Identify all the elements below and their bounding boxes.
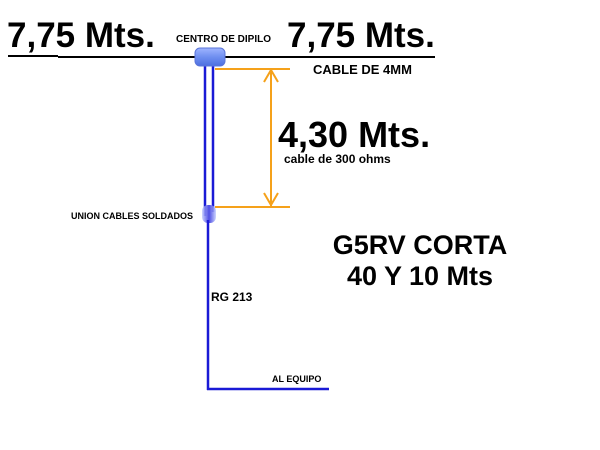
left-arm-length: 7,75 Mts. <box>7 16 155 55</box>
equipment-label: AL EQUIPO <box>272 374 322 384</box>
title-line-2: 40 Y 10 Mts <box>346 261 494 291</box>
wire-label: CABLE DE 4MM <box>313 62 412 77</box>
center-label: CENTRO DE DIPILO <box>176 34 272 45</box>
twinlead-label: cable de 300 ohms <box>284 152 391 166</box>
antenna-title: G5RV CORTA 40 Y 10 Mts <box>300 230 540 292</box>
junction-label: UNION CABLES SOLDADOS <box>71 211 194 221</box>
twinlead-dimension <box>215 68 290 208</box>
dipole-wire <box>8 55 435 58</box>
twinlead-length: 4,30 Mts. <box>278 114 431 155</box>
center-insulator <box>194 47 226 67</box>
solder-junction <box>202 205 216 223</box>
coax-label: RG 213 <box>211 290 253 304</box>
right-arm-length: 7,75 Mts. <box>287 16 435 55</box>
coax-feedline <box>206 220 329 391</box>
title-line-1: G5RV CORTA <box>332 230 508 260</box>
twinlead-feedline <box>203 64 215 216</box>
